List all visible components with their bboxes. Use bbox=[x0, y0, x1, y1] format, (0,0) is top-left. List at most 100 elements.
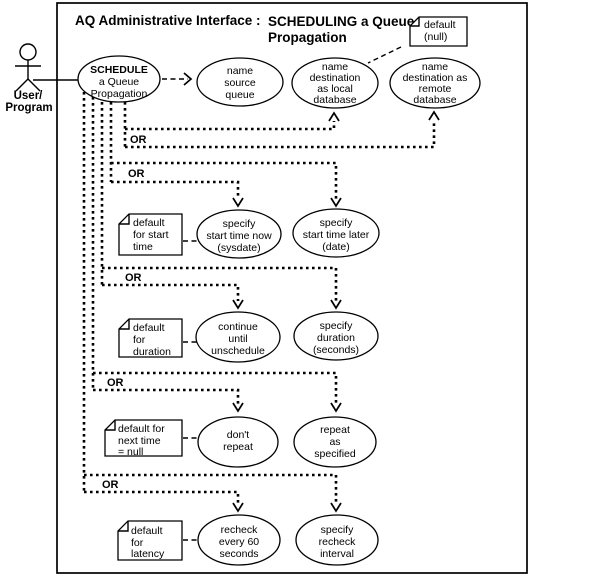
usecase-ellipse bbox=[291, 57, 379, 109]
usecase-start-time-now: specify start time now (sysdate) bbox=[196, 209, 282, 259]
usecase-text: every 60 bbox=[219, 536, 259, 548]
usecase-text: database bbox=[413, 94, 456, 106]
usecase-text: continue bbox=[218, 321, 258, 333]
actor-user-program: User/ Program bbox=[5, 43, 79, 114]
note-fold-icon bbox=[119, 319, 130, 330]
actor-label: User/ bbox=[14, 90, 44, 102]
usecase-name-source-queue: name source queue bbox=[196, 57, 284, 107]
usecase-start-time-later: specify start time later (date) bbox=[292, 208, 380, 258]
arrowheads bbox=[183, 72, 440, 513]
note-text: default bbox=[133, 322, 165, 334]
arrow-down-icon bbox=[330, 502, 342, 513]
branch-start-later bbox=[111, 161, 338, 199]
note-default-start-time: default for start time bbox=[118, 213, 183, 256]
actor-leg-right bbox=[27, 78, 41, 92]
usecase-ellipse bbox=[292, 208, 380, 258]
arrow-down-icon bbox=[330, 197, 342, 208]
note-fold-icon bbox=[410, 17, 420, 27]
usecase-name-dest-local: name destination as local database bbox=[291, 57, 379, 109]
arrow-down-icon bbox=[330, 299, 342, 310]
or-label-4: OR bbox=[107, 377, 124, 389]
note-fold-icon bbox=[105, 420, 116, 431]
usecase-text: name bbox=[227, 65, 253, 77]
actor-label: Program bbox=[5, 102, 52, 114]
note-fold-icon bbox=[118, 521, 129, 532]
usecase-text: until bbox=[228, 333, 247, 345]
usecase-ellipse bbox=[77, 55, 161, 103]
usecase-text: don't bbox=[227, 429, 250, 441]
or-label-1: OR bbox=[130, 134, 147, 146]
diagram-title: AQ Administrative Interface : SCHEDULING… bbox=[75, 13, 415, 45]
or-labels: OR OR OR OR OR bbox=[102, 134, 147, 491]
usecase-dont-repeat: don't repeat bbox=[197, 416, 279, 468]
note-text: for bbox=[133, 334, 146, 346]
usecase-text: SCHEDULE bbox=[90, 64, 148, 76]
usecase-text: Propagation bbox=[91, 88, 148, 100]
usecase-text: (sysdate) bbox=[217, 242, 260, 254]
note-shape bbox=[104, 419, 183, 457]
usecase-ellipse bbox=[197, 514, 281, 566]
note-text: = null bbox=[118, 446, 143, 458]
or-label-2: OR bbox=[128, 168, 145, 180]
arrow-up-icon bbox=[428, 110, 440, 121]
dotted-flow-lines bbox=[82, 90, 436, 504]
note-default-next-time: default for next time = null bbox=[104, 419, 183, 458]
note-text: next time bbox=[118, 435, 161, 447]
usecase-ellipse bbox=[196, 57, 284, 107]
usecase-ellipse bbox=[195, 311, 281, 363]
branch-repeat bbox=[93, 371, 338, 404]
usecase-text: seconds bbox=[219, 548, 258, 560]
arrow-down-icon bbox=[232, 197, 244, 208]
arrow-down-icon bbox=[330, 402, 342, 413]
arrow-down-icon bbox=[232, 402, 244, 413]
note-text: default bbox=[424, 19, 456, 31]
note-null-connector bbox=[367, 46, 402, 64]
usecase-text: destination bbox=[310, 72, 361, 84]
usecase-specify-recheck-interval: specify recheck interval bbox=[295, 514, 379, 566]
note-shape bbox=[117, 520, 183, 561]
note-text: default for bbox=[118, 423, 165, 435]
usecase-continue-until-unschedule: continue until unschedule bbox=[195, 311, 281, 363]
usecase-text: duration bbox=[317, 332, 355, 344]
branch-remote-db bbox=[125, 120, 436, 149]
branch-recheck-60 bbox=[84, 490, 240, 504]
usecase-text: as local bbox=[317, 83, 353, 95]
or-label-3: OR bbox=[125, 272, 142, 284]
usecase-text: specify bbox=[320, 217, 353, 229]
usecase-name-dest-remote: name destination as remote database bbox=[389, 57, 481, 109]
usecase-text: interval bbox=[320, 548, 354, 560]
title-line1: SCHEDULING a Queue bbox=[268, 14, 415, 29]
usecase-text: start time later bbox=[303, 229, 370, 241]
branch-dont-repeat bbox=[93, 388, 240, 404]
arrow-down-icon bbox=[232, 299, 244, 310]
actor-head bbox=[19, 43, 37, 61]
usecase-ellipse bbox=[293, 416, 377, 468]
actor-leg-left bbox=[15, 78, 29, 92]
usecase-text: specify bbox=[223, 218, 256, 230]
arrow-right-icon bbox=[183, 72, 193, 86]
usecase-text: name bbox=[422, 61, 448, 73]
usecase-text: queue bbox=[225, 89, 254, 101]
note-default-duration: default for duration bbox=[118, 318, 183, 358]
note-text: for start bbox=[133, 229, 169, 241]
usecase-text: destination as bbox=[403, 72, 468, 84]
usecase-ellipse bbox=[389, 57, 481, 109]
note-default-null: default (null) bbox=[409, 16, 468, 47]
usecase-recheck-every-60: recheck every 60 seconds bbox=[197, 514, 281, 566]
note-text: latency bbox=[131, 548, 165, 560]
usecase-text: database bbox=[313, 94, 356, 106]
usecase-text: a Queue bbox=[99, 76, 139, 88]
usecase-text: recheck bbox=[319, 536, 357, 548]
note-shape bbox=[409, 16, 468, 47]
usecase-ellipse bbox=[293, 311, 379, 361]
note-text: time bbox=[133, 241, 153, 253]
usecase-specify-duration: specify duration (seconds) bbox=[293, 311, 379, 361]
arrow-up-icon bbox=[328, 111, 340, 122]
usecase-text: (seconds) bbox=[313, 344, 359, 356]
diagram-frame bbox=[56, 2, 528, 574]
usecase-text: repeat bbox=[223, 441, 253, 453]
branch-recheck-interval bbox=[84, 473, 338, 504]
arrow-down-icon bbox=[232, 502, 244, 513]
